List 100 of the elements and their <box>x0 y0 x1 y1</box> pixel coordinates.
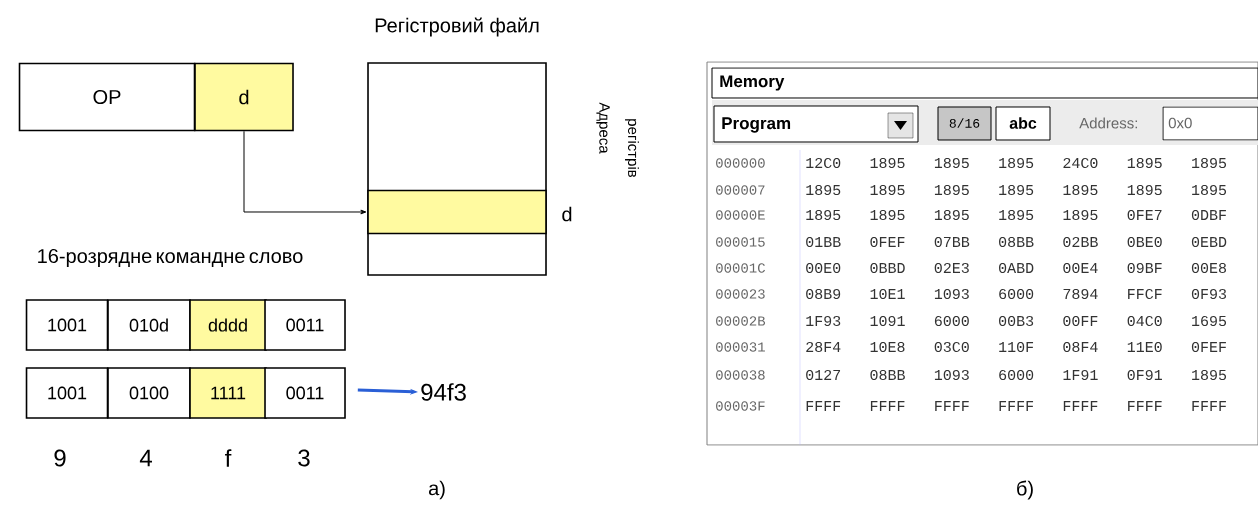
memory-cell: 1895 <box>806 184 841 196</box>
memory-cell: 04C0 <box>1127 315 1162 327</box>
memory-cell: FFCF <box>1128 288 1162 300</box>
memory-cell: 1895 <box>1127 184 1162 196</box>
memory-cell: 1895 <box>999 157 1034 169</box>
memory-cell: 28F4 <box>806 341 841 353</box>
memory-cell: 0FEF <box>1191 341 1226 353</box>
memory-cell: 0BE0 <box>1127 236 1162 248</box>
dropdown-field: Program <box>713 105 919 143</box>
memory-cell: 12C0 <box>806 157 841 169</box>
panel-label: а) <box>428 480 445 500</box>
memory-cell: 07BB <box>934 236 970 248</box>
memory-cell: 24C0 <box>1063 157 1098 169</box>
memory-cell: 0ABD <box>999 262 1034 274</box>
address-cell: 000015 <box>716 237 765 247</box>
memory-cell: 1895 <box>1192 157 1227 169</box>
memory-cell: 08BB <box>870 369 905 381</box>
memory-cell: FFFF <box>1063 401 1098 411</box>
address-cell: 000038 <box>716 370 765 380</box>
digit-label: 3 <box>298 449 310 467</box>
result-value: 94f3 <box>421 383 466 401</box>
address-cell: 000023 <box>716 289 765 299</box>
digit-label: 9 <box>54 449 66 467</box>
memory-cell: 1895 <box>934 157 969 169</box>
memory-cell: 0BBD <box>870 262 905 274</box>
node-label: Регістровий файл <box>375 17 539 37</box>
memory-cell: 1895 <box>999 209 1034 221</box>
memory-cell: 6000 <box>999 369 1034 381</box>
caption-text: 16-розрядне командне слово <box>38 248 303 268</box>
address-cell: 00002B <box>716 316 766 326</box>
memory-cell: 7894 <box>1063 288 1098 300</box>
memory-cell: 0FEF <box>870 236 905 248</box>
field-label: Address: <box>1079 117 1137 129</box>
memory-cell: 0F91 <box>1127 369 1162 381</box>
memory-cell: 1895 <box>870 157 905 169</box>
memory-cell: 00E4 <box>1063 262 1098 274</box>
memory-cell: 0FE7 <box>1127 209 1162 221</box>
digit-label: 4 <box>139 449 152 467</box>
opcode-field: OP <box>18 62 196 132</box>
window-title: Memory <box>711 67 1258 99</box>
bit-cell: 1001 <box>25 367 109 419</box>
memory-cell: 0DBF <box>1191 209 1226 221</box>
address-cell: 000031 <box>716 342 765 352</box>
memory-cell: 00E8 <box>1191 262 1226 274</box>
memory-cell: 1895 <box>1127 157 1162 169</box>
memory-cell: 6000 <box>999 288 1034 300</box>
memory-cell: 08BB <box>999 236 1034 248</box>
operand-field: d <box>194 62 294 132</box>
memory-cell: FFFF <box>1192 401 1226 411</box>
bit-cell: 0011 <box>264 299 346 351</box>
bit-cell: 010d <box>107 299 191 351</box>
memory-cell: 11E0 <box>1127 341 1162 353</box>
address-field: 0x0 <box>1162 106 1258 141</box>
memory-cell: 10E1 <box>870 288 905 300</box>
memory-cell: 1093 <box>934 369 969 381</box>
bit-cell: 0100 <box>107 367 191 419</box>
memory-cell: 08F4 <box>1063 341 1098 353</box>
memory-cell: 1895 <box>870 209 905 221</box>
memory-cell: 1895 <box>934 209 969 221</box>
memory-cell: 1093 <box>934 288 969 300</box>
toggle-button: 8/16 <box>937 106 992 141</box>
memory-cell: 110F <box>999 341 1034 353</box>
memory-cell: 1895 <box>1192 369 1227 381</box>
memory-cell: FFFF <box>1128 401 1162 411</box>
bit-cell: 1111 <box>189 367 267 419</box>
memory-cell: FFFF <box>870 401 905 411</box>
memory-cell: 1895 <box>1192 184 1227 196</box>
panel-label: б) <box>1017 480 1033 500</box>
memory-cell: 1F91 <box>1063 369 1098 381</box>
memory-cell: FFFF <box>806 401 841 411</box>
bit-cell: dddd <box>189 299 267 351</box>
memory-cell: 1895 <box>934 184 969 196</box>
memory-cell: 1895 <box>870 184 905 196</box>
address-cell: 00001C <box>716 263 765 273</box>
memory-cell: 6000 <box>934 315 969 327</box>
memory-cell: 03C0 <box>934 341 969 353</box>
memory-cell: 00E0 <box>806 262 841 274</box>
memory-cell: 01BB <box>806 236 841 248</box>
memory-cell: 0F93 <box>1191 288 1227 300</box>
memory-cell: 1F93 <box>806 315 841 327</box>
bit-cell: 0011 <box>264 367 346 419</box>
address-cell: 00000E <box>716 210 765 220</box>
memory-cell: FFFF <box>935 401 969 411</box>
memory-cell: 08B9 <box>806 288 841 300</box>
node-label: d <box>562 206 572 222</box>
address-cell: 000000 <box>716 158 765 168</box>
memory-cell: FFFF <box>999 401 1034 411</box>
memory-cell: 02BB <box>1063 236 1098 248</box>
memory-cell: 1695 <box>1192 315 1227 327</box>
address-cell: 00003F <box>716 401 765 411</box>
memory-cell: 0EBD <box>1191 236 1227 248</box>
memory-cell: 10E8 <box>870 341 905 353</box>
memory-cell: 1895 <box>1063 209 1098 221</box>
memory-cell: 1091 <box>870 315 905 327</box>
memory-cell: 09BF <box>1127 262 1162 274</box>
memory-cell: 00FF <box>1063 315 1098 327</box>
memory-cell: 0127 <box>806 369 841 381</box>
memory-cell: 1895 <box>999 184 1034 196</box>
memory-cell: 1895 <box>806 209 841 221</box>
bit-cell: 1001 <box>25 299 109 351</box>
